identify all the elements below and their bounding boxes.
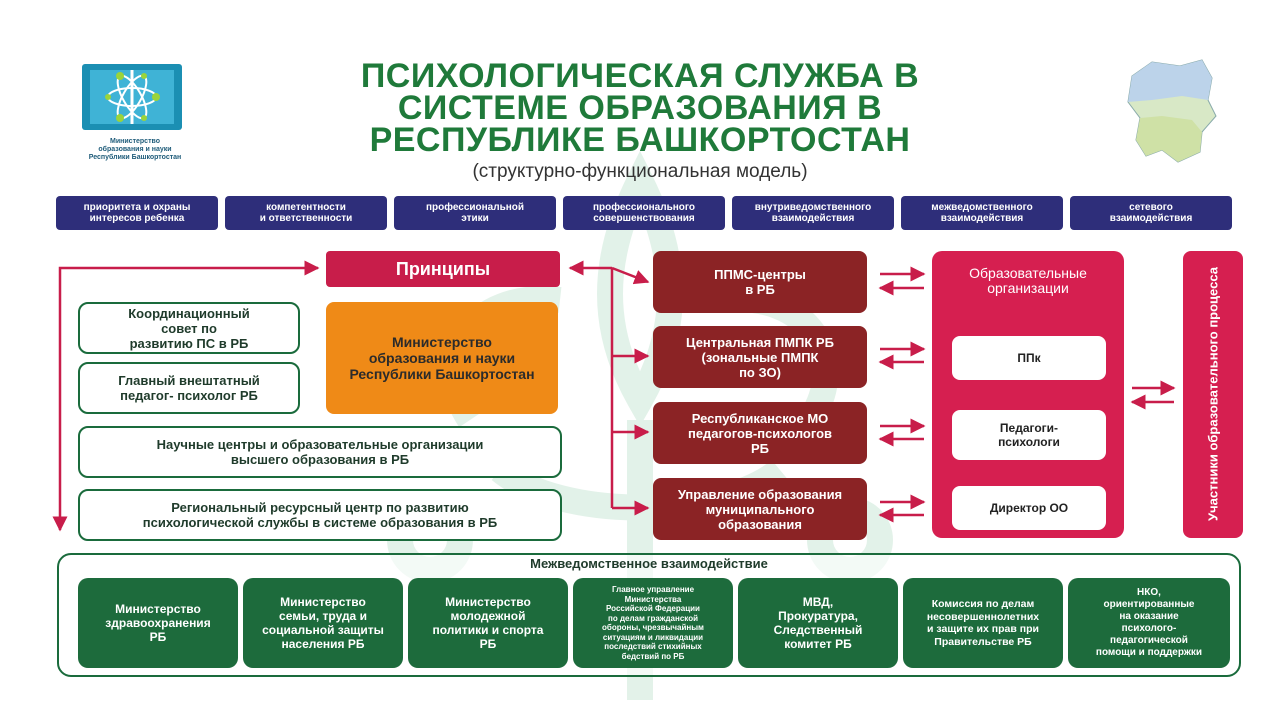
- principle-improvement: профессионального совершенствования: [563, 196, 725, 230]
- principle-competence: компетентности и ответственности: [225, 196, 387, 230]
- interagency-family-ministry: Министерство семьи, труда и социальной з…: [243, 578, 403, 668]
- page-subtitle: (структурно-функциональная модель): [472, 161, 808, 182]
- principle-child-priority: приоритета и охраны интересов ребенка: [56, 196, 218, 230]
- interagency-nko: НКО, ориентированные на оказание психоло…: [1068, 578, 1230, 668]
- ministry-logo: [78, 62, 186, 134]
- interagency-emergency-ministry: Главное управление Министерства Российск…: [573, 578, 733, 668]
- page-title: ПСИХОЛОГИЧЕСКАЯ СЛУЖБА В СИСТЕМЕ ОБРАЗОВ…: [360, 57, 920, 159]
- central-pmpk-box: Центральная ПМПК РБ (зональные ПМПК по З…: [653, 326, 867, 388]
- ministry-box: Министерство образования и науки Республ…: [326, 302, 558, 414]
- resource-center-box: Региональный ресурсный центр по развитию…: [78, 489, 562, 541]
- interagency-minors-commission: Комиссия по делам несовершеннолетних и з…: [903, 578, 1063, 668]
- principle-interdepartmental: межведомственного взаимодействия: [901, 196, 1063, 230]
- principles-header: Принципы: [326, 251, 560, 287]
- educational-organizations-title: Образовательные организации: [969, 265, 1087, 296]
- logo-caption: Министерство образования и науки Республ…: [88, 138, 182, 161]
- participants-label: Участники образовательного процесса: [1205, 267, 1221, 521]
- psychologists-box: Педагоги- психологи: [952, 410, 1106, 460]
- ppk-box: ППк: [952, 336, 1106, 380]
- ppms-centers-box: ППМС-центры в РБ: [653, 251, 867, 313]
- education-department-box: Управление образования муниципального об…: [653, 478, 867, 540]
- principle-network: сетевого взаимодействия: [1070, 196, 1232, 230]
- science-centers-box: Научные центры и образовательные организ…: [78, 426, 562, 478]
- interagency-youth-ministry: Министерство молодежной политики и спорт…: [408, 578, 568, 668]
- bashkortostan-map-icon: [1127, 59, 1217, 163]
- principle-ethics: профессиональной этики: [394, 196, 556, 230]
- interagency-health-ministry: Министерство здравоохранения РБ: [78, 578, 238, 668]
- principle-intradepartmental: внутриведомственного взаимодействия: [732, 196, 894, 230]
- participants-panel: [1183, 251, 1243, 538]
- interagency-law-enforcement: МВД, Прокуратура, Следственный комитет Р…: [738, 578, 898, 668]
- interagency-title: Межведомственное взаимодействие: [530, 556, 768, 571]
- coordination-council-box: Координационный совет по развитию ПС в Р…: [78, 302, 300, 354]
- region-map: [1122, 56, 1218, 166]
- director-box: Директор ОО: [952, 486, 1106, 530]
- chief-psychologist-box: Главный внештатный педагог- психолог РБ: [78, 362, 300, 414]
- republican-mo-box: Республиканское МО педагогов-психологов …: [653, 402, 867, 464]
- book-atom-icon: [82, 64, 182, 130]
